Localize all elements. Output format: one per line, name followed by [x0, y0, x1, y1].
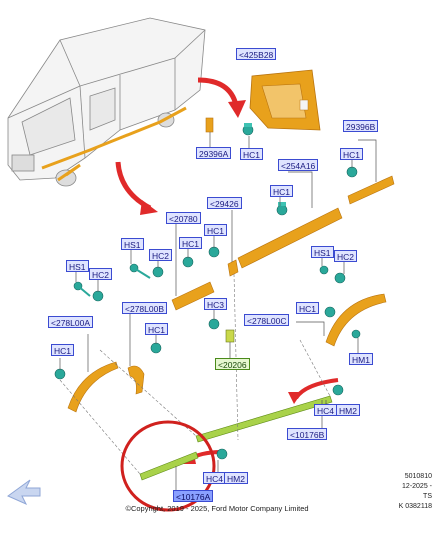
label-hc1-20780[interactable]: HC1: [179, 237, 203, 249]
highlight-circle: [120, 420, 216, 512]
part-10176A: [139, 451, 199, 481]
label-278L00A[interactable]: <278L00A: [48, 316, 93, 328]
label-hc2-left[interactable]: HC2: [89, 268, 113, 280]
fixing-hc1-left: [54, 368, 66, 380]
part-254A16: [237, 207, 343, 269]
van-illustration: [7, 17, 206, 187]
label-20780[interactable]: <20780: [166, 212, 201, 224]
label-hc3[interactable]: HC3: [204, 298, 228, 310]
part-10176B: [195, 395, 333, 443]
label-hs1-a[interactable]: HS1: [121, 238, 144, 250]
label-hc1-29426[interactable]: HC1: [204, 224, 228, 236]
label-hm1[interactable]: HM1: [349, 353, 373, 365]
label-hc1-278L00B[interactable]: HC1: [145, 323, 169, 335]
label-20206[interactable]: <20206: [215, 358, 250, 370]
ref-line-3: TS: [423, 493, 432, 500]
part-425B28: [249, 69, 321, 131]
reference-block: 5010810 12-2025 - TS K 0382118: [399, 472, 432, 512]
label-hc1-left[interactable]: HC1: [51, 344, 75, 356]
label-hm2-b[interactable]: HM2: [336, 404, 360, 416]
label-hc4-a[interactable]: HC4: [203, 472, 227, 484]
red-arrow-to-sill: [115, 161, 152, 211]
red-arrow-to-10176B: [294, 378, 339, 400]
ref-line-2: 12-2025 -: [402, 483, 432, 490]
van-side-highlight: [57, 163, 81, 182]
label-278L00C[interactable]: <278L00C: [244, 314, 290, 326]
fixing-hc1-278L00C: [324, 306, 336, 318]
fixing-hc3: [208, 318, 220, 330]
part-20780: [171, 281, 215, 311]
back-arrow-icon[interactable]: [7, 479, 41, 506]
label-29396B[interactable]: 29396B: [343, 120, 379, 132]
fixing-hs1-a: [129, 263, 151, 279]
label-hm2-a[interactable]: HM2: [224, 472, 248, 484]
label-254A16[interactable]: <254A16: [278, 159, 319, 171]
fixing-hc4-b: [332, 384, 344, 396]
label-10176A[interactable]: <10176A: [173, 490, 214, 502]
fixing-hc1-20780: [182, 256, 194, 268]
part-278L00A: [67, 361, 119, 413]
part-278L00B: [127, 365, 145, 395]
label-29426[interactable]: <29426: [207, 197, 242, 209]
label-hs1-left[interactable]: HS1: [66, 260, 89, 272]
label-hs1-right[interactable]: HS1: [311, 246, 334, 258]
label-hc1-mid[interactable]: HC1: [270, 185, 294, 197]
fixing-hc2-20780: [152, 266, 164, 278]
label-hc1-278L00C[interactable]: HC1: [296, 302, 320, 314]
fixing-hc4-a: [216, 448, 228, 460]
van-moulding-highlight: [41, 106, 187, 170]
fixing-hs1-right: [319, 265, 329, 275]
part-29396B: [347, 175, 395, 205]
ref-line-1: 5010810: [404, 473, 432, 480]
part-29396A-clip: [205, 117, 214, 133]
part-20206: [225, 329, 235, 343]
fixing-hm1: [351, 329, 361, 339]
label-278L00B[interactable]: <278L00B: [122, 302, 167, 314]
red-arrow-to-425B28: [197, 77, 239, 106]
fixing-hs1-left: [73, 281, 91, 297]
label-hc1-top[interactable]: HC1: [240, 148, 264, 160]
fixing-hc1-29426: [208, 246, 220, 258]
fixing-hc1-right: [346, 166, 358, 178]
fixing-hc2-left: [92, 290, 104, 302]
part-278L00C: [325, 293, 387, 347]
ref-line-4: K 0382118: [398, 503, 432, 510]
label-hc4-b[interactable]: HC4: [314, 404, 338, 416]
label-425B28[interactable]: <425B28: [236, 48, 277, 60]
copyright-notice: ©Copyright, 2019 - 2025, Ford Motor Comp…: [125, 504, 309, 513]
label-hc1-right[interactable]: HC1: [340, 148, 364, 160]
part-29426: [227, 259, 239, 277]
fixing-hc1-mid: [276, 202, 288, 216]
fixing-hc2-right: [334, 272, 346, 284]
fixing-hc1-278L00B: [150, 342, 162, 354]
dashed-guides: [59, 273, 331, 475]
fixing-hc1-top: [242, 123, 254, 136]
label-hc2-20780[interactable]: HC2: [149, 249, 173, 261]
label-29396A[interactable]: 29396A: [196, 147, 232, 159]
label-10176B[interactable]: <10176B: [287, 428, 328, 440]
label-hc2-right[interactable]: HC2: [334, 250, 358, 262]
